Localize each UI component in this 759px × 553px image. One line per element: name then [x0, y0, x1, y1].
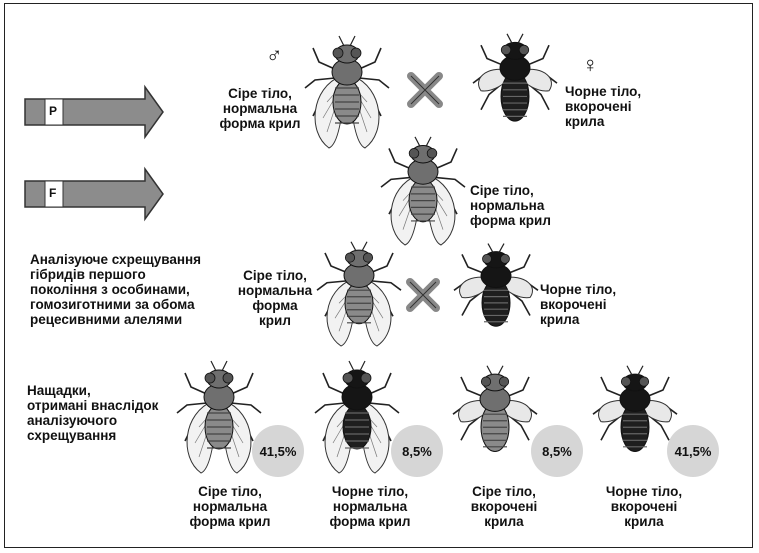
testcross-left-label: Сіре тіло, нормальна форма крил — [222, 268, 328, 328]
offspring-3-percent: 8,5% — [531, 425, 583, 477]
fly-female-black-vestigial-wings — [470, 30, 560, 142]
offspring-1-percent: 41,5% — [252, 425, 304, 477]
p-generation-arrow — [25, 87, 165, 137]
testcross-right-label: Чорне тіло, вкорочені крила — [540, 282, 650, 327]
testcross-description: Аналізуюче схрещування гібридів першого … — [30, 252, 250, 327]
p-generation-letter: P — [49, 104, 57, 118]
male-symbol: ♂ — [266, 42, 283, 68]
f1-label: Сіре тіло, нормальна форма крил — [470, 183, 580, 228]
offspring-2-label: Чорне тіло, нормальна форма крил — [318, 484, 422, 529]
offspring-2-percent: 8,5% — [391, 425, 443, 477]
female-parent-label: Чорне тіло, вкорочені крила — [565, 84, 665, 129]
fly-testcross-black-vestigial-wings — [450, 240, 542, 346]
fly-testcross-grey-normal-wings — [316, 238, 402, 348]
cross-icon-testcross — [406, 278, 440, 312]
fly-offspring-2-black-normal-wings — [314, 357, 400, 475]
f1-generation-letter: F — [49, 186, 56, 200]
cross-icon — [407, 72, 443, 108]
fly-offspring-1-grey-normal-wings — [176, 357, 262, 475]
offspring-4-percent: 41,5% — [667, 425, 719, 477]
male-parent-label: Сіре тіло, нормальна форма крил — [210, 86, 310, 131]
offspring-description: Нащадки, отримані внаслідок аналізуючого… — [27, 383, 187, 443]
fly-f1-grey-normal-wings — [378, 133, 468, 247]
offspring-4-label: Чорне тіло, вкорочені крила — [596, 484, 692, 529]
offspring-1-label: Сіре тіло, нормальна форма крил — [180, 484, 280, 529]
fly-offspring-3-grey-vestigial-wings — [452, 362, 538, 472]
female-symbol: ♀ — [582, 52, 599, 78]
f1-generation-arrow — [25, 169, 165, 219]
offspring-3-label: Сіре тіло, вкорочені крила — [456, 484, 552, 529]
